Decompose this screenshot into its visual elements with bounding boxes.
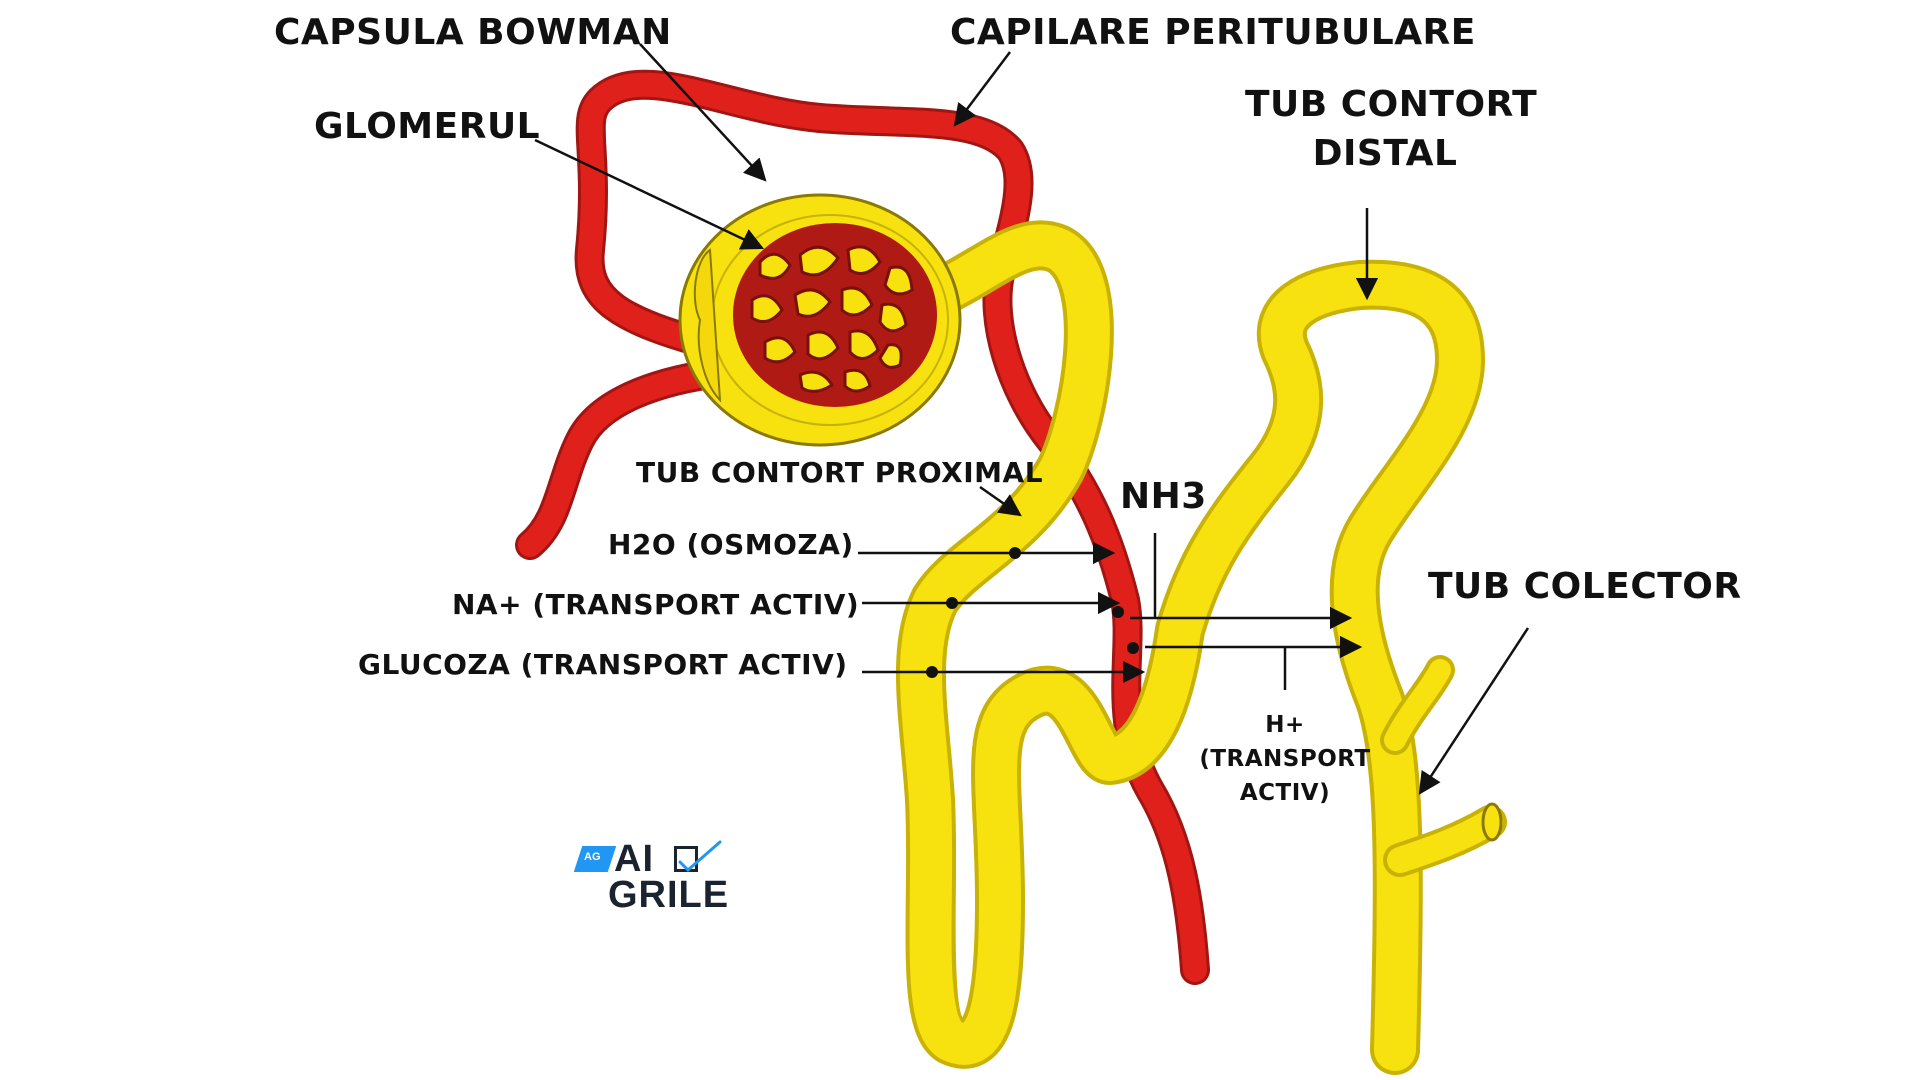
label-tub-contort-distal-line1: TUB CONTORT: [1245, 84, 1538, 125]
label-na: NA+ (TRANSPORT ACTIV): [452, 588, 860, 621]
label-arrows: [534, 43, 1530, 795]
label-tub-contort-distal-line2: DISTAL: [1312, 133, 1458, 174]
label-h-plus-line2: (TRANSPORT: [1199, 746, 1371, 772]
arrow-capsula-bowman: [639, 43, 767, 182]
ai-grile-logo: AG AI GRILE: [573, 838, 730, 916]
tubule-body: [899, 224, 1481, 1071]
label-glomerul: GLOMERUL: [314, 106, 541, 147]
label-nh3: NH3: [1120, 476, 1207, 517]
label-capsula-bowman: CAPSULA BOWMAN: [274, 12, 672, 53]
label-h-plus-line1: H+: [1265, 712, 1305, 738]
label-glucoza: GLUCOZA (TRANSPORT ACTIV): [358, 648, 848, 681]
label-h-plus-line3: ACTIV): [1239, 780, 1331, 806]
peritubular-capillary: [515, 69, 1210, 985]
label-capilare-peritubulare: CAPILARE PERITUBULARE: [950, 12, 1476, 53]
logo-line1: AI: [614, 838, 654, 880]
label-h2o: H2O (OSMOZA): [608, 528, 854, 561]
label-tub-colector: TUB COLECTOR: [1428, 566, 1742, 607]
arrow-dots: [926, 547, 1139, 678]
arrow-glomerul: [534, 138, 765, 250]
collector-branch-opening: [1481, 802, 1503, 842]
arrow-capilare-peritubulare: [953, 51, 1011, 127]
checkmark-icon: [678, 840, 722, 873]
arrow-tub-proximal: [979, 485, 1022, 517]
label-tub-contort-proximal: TUB CONTORT PROXIMAL: [636, 456, 1044, 489]
logo-tag-text: AG: [584, 851, 601, 863]
tubule-system: [895, 220, 1507, 1075]
logo-line2: GRILE: [608, 874, 730, 916]
arrow-tub-colector: [1418, 627, 1530, 795]
label-h-plus: H+ (TRANSPORT ACTIV): [1190, 712, 1380, 806]
logo-checkbox: [674, 846, 698, 872]
glomerulus: [733, 223, 937, 407]
label-tub-contort-distal: TUB CONTORT DISTAL: [1245, 84, 1538, 174]
